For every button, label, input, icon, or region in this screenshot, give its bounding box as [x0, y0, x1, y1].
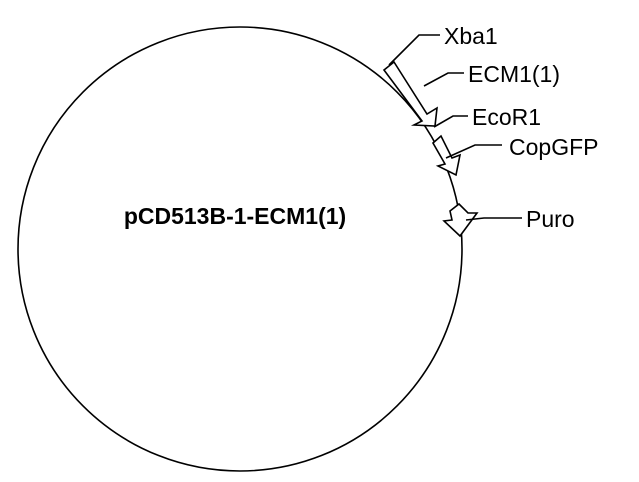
plasmid-backbone	[17, 26, 463, 472]
ecor1-label: EcoR1	[472, 104, 541, 130]
puro-arrow	[442, 202, 479, 238]
puro-label: Puro	[526, 206, 575, 232]
ecor1-leader	[433, 115, 468, 128]
copgfp-arrow	[431, 134, 462, 177]
ecm1-arrow	[382, 60, 438, 127]
xba1-leader	[388, 34, 440, 66]
ecm1-leader	[423, 72, 464, 87]
copgfp-label: CopGFP	[509, 134, 598, 160]
ecm1-label: ECM1(1)	[468, 61, 560, 87]
copgfp-leader	[445, 144, 502, 159]
plasmid-name: pCD513B-1-ECM1(1)	[124, 203, 346, 229]
xba1-label: Xba1	[444, 23, 498, 49]
puro-leader	[465, 217, 522, 221]
